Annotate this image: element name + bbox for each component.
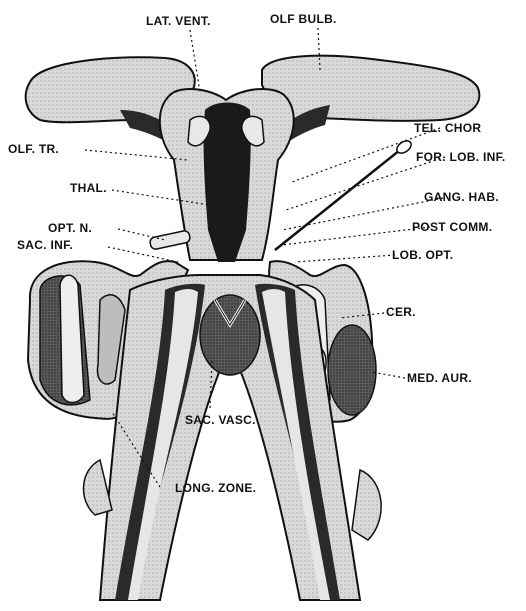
label-for-lob-inf: FOR. LOB. INF.: [416, 150, 506, 164]
label-olf-bulb: OLF BULB.: [270, 12, 337, 26]
label-opt-n: OPT. N.: [48, 221, 92, 235]
optic-nerve: [149, 230, 191, 250]
medulla-auricle: [328, 325, 376, 415]
right-olfactory-bulb: [262, 56, 479, 126]
label-long-zone: LONG. ZONE.: [175, 481, 256, 495]
label-post-comm: POST COMM.: [412, 220, 492, 234]
label-med-aur: MED. AUR.: [407, 371, 472, 385]
label-olf-tr: OLF. TR.: [8, 142, 59, 156]
label-cer: CER.: [386, 305, 416, 319]
label-tel-chor: TEL. CHOR: [414, 121, 481, 135]
label-sac-vasc: SAC. VASC.: [185, 413, 256, 427]
label-lob-opt: LOB. OPT.: [392, 248, 453, 262]
label-thal: THAL.: [70, 181, 107, 195]
probe: [275, 150, 400, 250]
label-lat-vent: LAT. VENT.: [146, 14, 211, 28]
label-gang-hab: GANG. HAB.: [424, 190, 499, 204]
saccus-vasculosus: [200, 295, 260, 375]
label-sac-inf: SAC. INF.: [17, 238, 73, 252]
